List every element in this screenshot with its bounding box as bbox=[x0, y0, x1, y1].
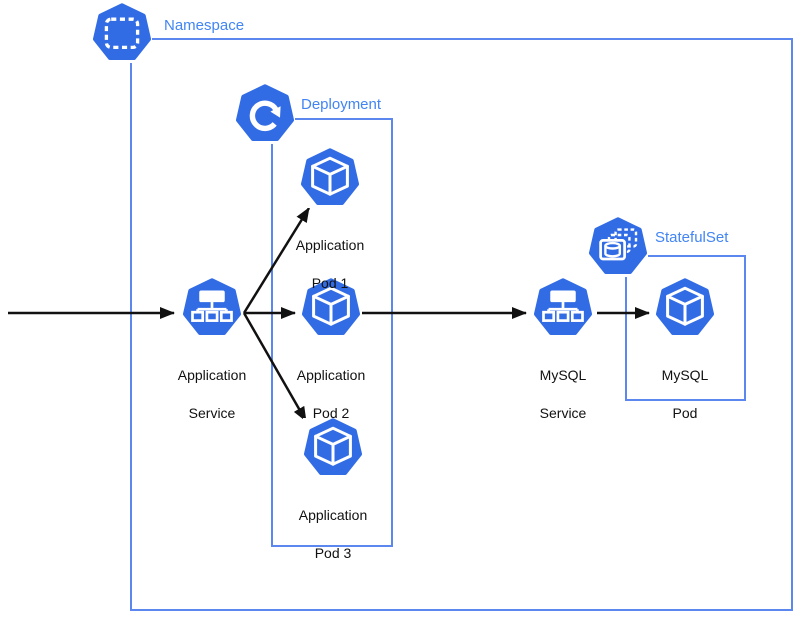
application-pod-3-label: Application Pod 3 bbox=[298, 507, 368, 561]
mysql-service-icon bbox=[533, 278, 593, 338]
statefulset-icon bbox=[588, 217, 648, 277]
deployment-label: Deployment bbox=[301, 96, 382, 113]
mysql-pod-label: MySQL Pod bbox=[661, 367, 709, 421]
edge-app-service-to-pod-3 bbox=[242, 312, 308, 422]
mysql-service-label: MySQL Service bbox=[539, 367, 587, 421]
application-pod-1-label: Application Pod 1 bbox=[295, 237, 365, 291]
edge-app-service-to-pod-1 bbox=[242, 207, 311, 314]
deployment-group-box bbox=[271, 118, 393, 547]
application-service-icon bbox=[182, 278, 242, 338]
application-pod-1-icon bbox=[300, 148, 360, 208]
namespace-label: Namespace bbox=[164, 17, 245, 34]
application-pod-2-label: Application Pod 2 bbox=[296, 367, 366, 421]
statefulset-group-box bbox=[625, 255, 746, 401]
application-pod-3-icon bbox=[303, 418, 363, 478]
deployment-icon bbox=[235, 84, 295, 144]
namespace-icon bbox=[92, 3, 152, 63]
statefulset-label: StatefulSet bbox=[655, 229, 729, 246]
mysql-pod-icon bbox=[655, 278, 715, 338]
namespace-group-box bbox=[130, 38, 793, 611]
application-pod-2-icon bbox=[301, 278, 361, 338]
application-service-label: Application Service bbox=[177, 367, 247, 421]
